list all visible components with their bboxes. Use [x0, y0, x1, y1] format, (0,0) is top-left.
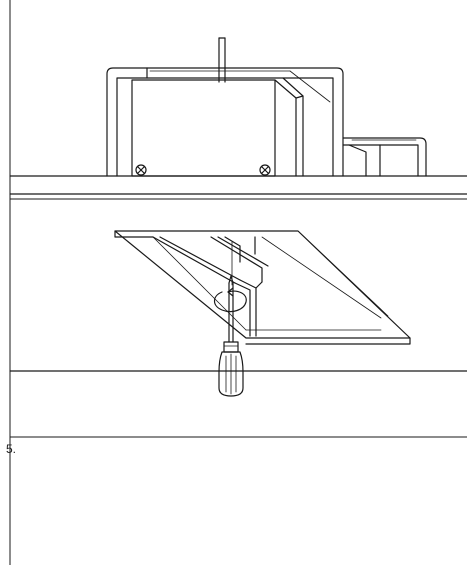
- step-number: 5.: [6, 442, 17, 456]
- screw-icon: [259, 164, 271, 176]
- unit-housing: [106, 67, 344, 177]
- top-panel: [9, 37, 467, 195]
- middle-panel: [9, 230, 467, 397]
- screwdriver-icon: [213, 275, 247, 397]
- hanging-rod: [218, 37, 226, 83]
- screw-icon: [135, 164, 147, 176]
- channel-bracket: [152, 236, 269, 337]
- side-box: [342, 137, 427, 177]
- ceiling-slab: [9, 175, 467, 195]
- panel-frame: [9, 0, 467, 565]
- ceiling-panel: [114, 230, 411, 345]
